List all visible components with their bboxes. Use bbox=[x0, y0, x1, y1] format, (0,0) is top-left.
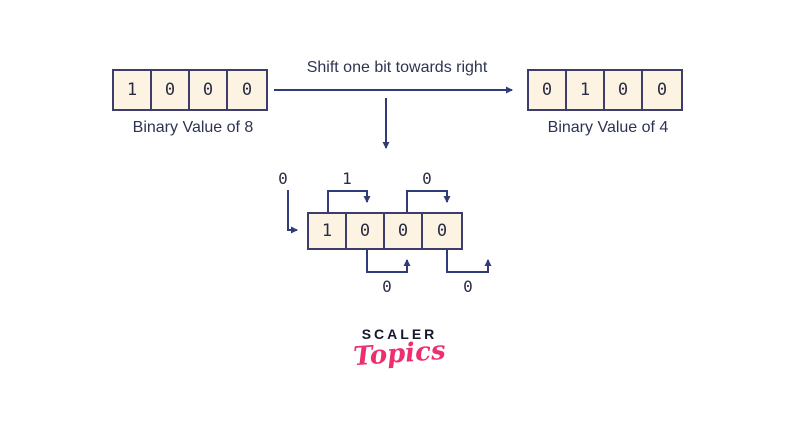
bit-cell: 0 bbox=[436, 221, 448, 241]
bit-cell: 0 bbox=[656, 80, 668, 100]
bit-cell: 0 bbox=[529, 71, 567, 109]
bit-cell: 0 bbox=[241, 80, 253, 100]
binary-box-4-caption: Binary Value of 4 bbox=[547, 119, 669, 136]
shift-arrow-label: Shift one bit towards right bbox=[306, 59, 488, 76]
bit-cell: 0 bbox=[152, 71, 190, 109]
bit-cell: 0 bbox=[605, 71, 643, 109]
bottom-moved-bit-label-2: 0 bbox=[463, 277, 473, 296]
bit-cell: 1 bbox=[114, 71, 152, 109]
bit-cell: 0 bbox=[385, 214, 423, 248]
bit-cell: 1 bbox=[309, 214, 347, 248]
binary-box-4: 0 1 0 0 bbox=[527, 69, 683, 111]
bit-cell: 0 bbox=[190, 71, 228, 109]
bottom-moved-bit-label-1: 0 bbox=[382, 277, 392, 296]
incoming-bit-label: 0 bbox=[278, 169, 288, 188]
bit-cell: 1 bbox=[567, 71, 605, 109]
top-move-arrow-2 bbox=[406, 190, 451, 212]
top-moved-bit-label-2: 0 bbox=[422, 169, 432, 188]
top-moved-bit-label-1: 1 bbox=[342, 169, 352, 188]
incoming-bit-arrow bbox=[287, 190, 298, 234]
top-move-arrow-1 bbox=[327, 190, 371, 212]
logo-sub-text: Topics bbox=[352, 335, 447, 373]
logo-brand-text: SCALER bbox=[361, 326, 438, 342]
scaler-topics-logo: SCALER Topics bbox=[0, 326, 799, 372]
shift-detail-box: 1 0 0 0 bbox=[307, 212, 463, 250]
binary-box-8-caption: Binary Value of 8 bbox=[132, 119, 254, 136]
binary-box-8: 1 0 0 0 bbox=[112, 69, 268, 111]
bottom-move-arrow-1 bbox=[366, 250, 411, 273]
bottom-move-arrow-2 bbox=[446, 250, 492, 273]
bit-cell: 0 bbox=[347, 214, 385, 248]
